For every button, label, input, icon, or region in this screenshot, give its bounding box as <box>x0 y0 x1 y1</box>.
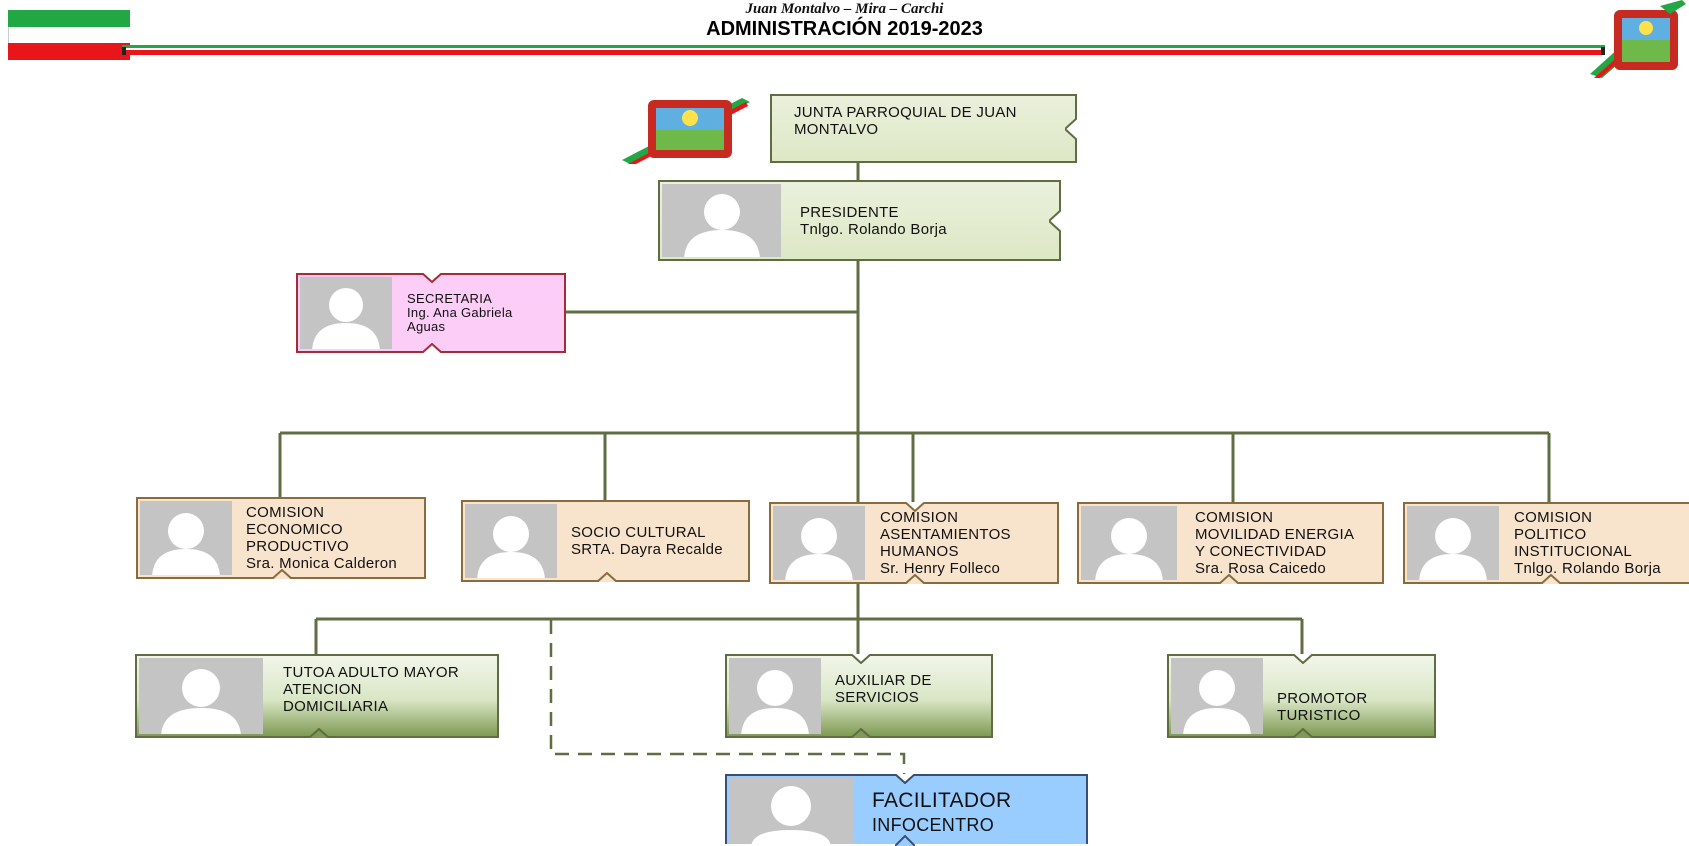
avatar-icon <box>1171 658 1263 734</box>
header-subtitle: Juan Montalvo – Mira – Carchi <box>745 1 944 17</box>
comision-line: COMISION <box>246 504 325 521</box>
comision-movilidad-box: COMISION MOVILIDAD ENERGIA Y CONECTIVIDA… <box>1077 502 1384 584</box>
comision-line: Sra. Monica Calderon <box>246 555 398 572</box>
junta-line-2: MONTALVO <box>794 121 879 138</box>
comision-line: PRODUCTIVO <box>246 538 350 555</box>
header-divider <box>122 45 1605 55</box>
junta-line-1: JUNTA PARROQUIAL DE JUAN <box>794 104 1017 121</box>
comision-line: INSTITUCIONAL <box>1514 543 1633 560</box>
tutor-adulto-mayor-box: TUTOA ADULTO MAYOR ATENCION DOMICILIARIA <box>135 654 499 738</box>
avatar-icon <box>139 658 263 734</box>
comision-line: COMISION <box>880 509 959 526</box>
comision-line: POLITICO <box>1514 526 1587 543</box>
comision-socio-cultural-box: SOCIO CULTURAL SRTA. Dayra Recalde <box>461 500 750 582</box>
avatar-icon <box>465 504 557 578</box>
facilitador-title: FACILITADOR <box>872 789 1012 812</box>
comision-line: Tnlgo. Rolando Borja <box>1514 560 1661 577</box>
comision-line: ECONOMICO <box>246 521 343 538</box>
staff-line: PROMOTOR <box>1277 690 1368 707</box>
comision-line: MOVILIDAD ENERGIA <box>1195 526 1355 543</box>
comision-line: COMISION <box>1514 509 1593 526</box>
comision-line: SOCIO CULTURAL <box>571 524 706 541</box>
staff-line: TURISTICO <box>1277 707 1361 724</box>
avatar-icon <box>1081 506 1177 580</box>
comision-line: COMISION <box>1195 509 1274 526</box>
avatar-icon <box>729 778 854 844</box>
comision-line: HUMANOS <box>880 543 959 560</box>
secretaria-line-1: SECRETARIA <box>407 291 493 306</box>
presidente-line-2: Tnlgo. Rolando Borja <box>800 220 947 238</box>
secretaria-line-3: Aguas <box>407 319 446 334</box>
comision-asentamientos-box: COMISION ASENTAMIENTOS HUMANOS Sr. Henry… <box>769 502 1059 584</box>
staff-line: TUTOA ADULTO MAYOR <box>283 664 459 681</box>
parish-seal-icon <box>1590 0 1686 78</box>
comision-economico-box: COMISION ECONOMICO PRODUCTIVO Sra. Monic… <box>136 497 426 579</box>
avatar-icon <box>300 277 392 349</box>
promotor-turistico-box: PROMOTOR TURISTICO <box>1167 654 1436 738</box>
flag-icon <box>8 10 130 60</box>
comision-line: Sra. Rosa Caicedo <box>1195 560 1326 577</box>
presidente-box: PRESIDENTE Tnlgo. Rolando Borja <box>658 180 1061 261</box>
comision-line: Sr. Henry Folleco <box>880 560 1001 577</box>
header-title: ADMINISTRACIÓN 2019-2023 <box>706 18 983 40</box>
avatar-icon <box>773 506 865 580</box>
facilitador-subtitle: INFOCENTRO <box>872 815 994 835</box>
junta-logo-icon <box>622 98 750 164</box>
comision-politico-box: COMISION POLITICO INSTITUCIONAL Tnlgo. R… <box>1403 502 1689 584</box>
comision-line: SRTA. Dayra Recalde <box>571 541 723 558</box>
avatar-icon <box>140 501 232 575</box>
auxiliar-servicios-box: AUXILIAR DE SERVICIOS <box>725 654 993 738</box>
secretaria-line-2: Ing. Ana Gabriela <box>407 305 513 320</box>
junta-box: JUNTA PARROQUIAL DE JUAN MONTALVO <box>770 94 1077 163</box>
avatar-icon <box>729 658 821 734</box>
presidente-line-1: PRESIDENTE <box>800 203 899 221</box>
staff-line: AUXILIAR DE <box>835 672 932 689</box>
secretaria-box: SECRETARIA Ing. Ana Gabriela Aguas <box>296 273 566 353</box>
comision-line: Y CONECTIVIDAD <box>1195 543 1327 560</box>
avatar-icon <box>662 184 781 257</box>
staff-line: ATENCION <box>283 681 362 698</box>
facilitador-infocentro-box: FACILITADOR INFOCENTRO <box>725 774 1088 846</box>
avatar-icon <box>1407 506 1499 580</box>
staff-line: SERVICIOS <box>835 689 920 706</box>
comision-line: ASENTAMIENTOS <box>880 526 1011 543</box>
staff-line: DOMICILIARIA <box>283 698 389 715</box>
